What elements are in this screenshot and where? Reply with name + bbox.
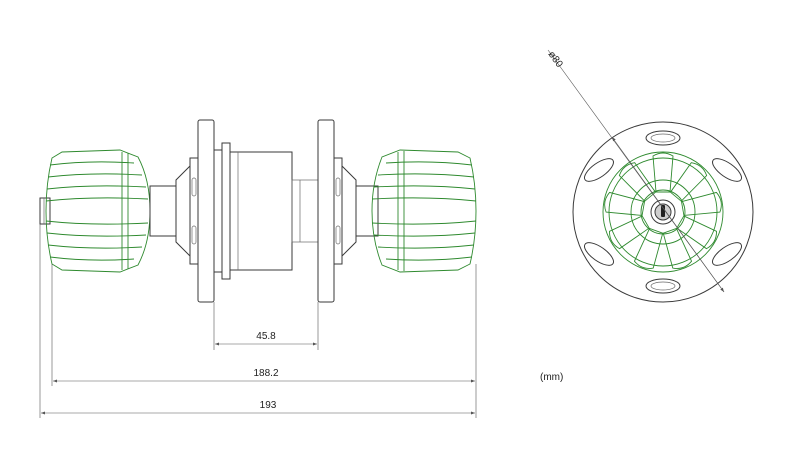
dimension-overall-length: 193 [39, 224, 477, 418]
front-view: ø80 (mm) [540, 49, 754, 383]
left-knob [45, 149, 151, 273]
right-knob [371, 149, 477, 273]
dimension-knob-span: 188.2 [51, 264, 477, 386]
rose-outline [572, 121, 754, 303]
rose-slots [584, 130, 742, 294]
right-rose [317, 119, 379, 303]
left-spindle [39, 197, 51, 225]
side-view: 45.8 188.2 193 [39, 119, 477, 418]
knob-front [602, 151, 724, 273]
dimension-label-45.8: 45.8 [256, 331, 276, 342]
key-cylinder [650, 199, 676, 225]
dimension-door-thickness: 45.8 [213, 302, 319, 350]
dimension-label-193: 193 [260, 400, 277, 411]
units-note: (mm) [540, 372, 563, 383]
latch-body [213, 142, 319, 280]
dimension-label-diameter: ø80 [546, 49, 565, 70]
left-rose [149, 119, 215, 303]
dimension-label-188.2: 188.2 [253, 368, 278, 379]
